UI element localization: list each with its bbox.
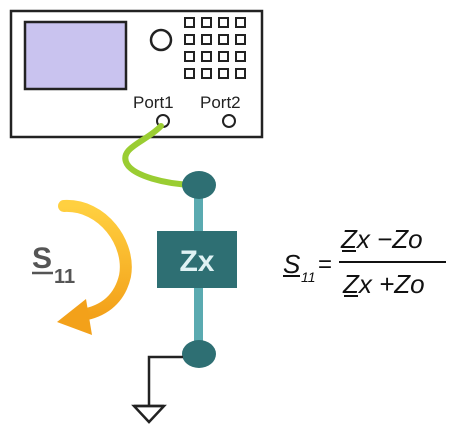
keypad-key: [218, 68, 229, 79]
port2-label: Port2: [200, 93, 241, 112]
keypad-key: [218, 17, 229, 28]
ground-connection: [131, 355, 183, 424]
keypad-key: [184, 68, 195, 79]
keypad-key: [235, 34, 246, 45]
dut-fixture: Zx: [157, 171, 237, 368]
dut-label: Zx: [179, 245, 214, 278]
formula-equals: =: [318, 251, 332, 278]
reflection-indicator: S 11: [32, 200, 132, 335]
keypad-key: [218, 51, 229, 62]
keypad-key: [235, 51, 246, 62]
instrument-knob: [149, 28, 173, 52]
keypad-key: [201, 68, 212, 79]
port1-label: Port1: [133, 93, 174, 112]
ground-wire: [147, 355, 183, 406]
keypad-key: [218, 34, 229, 45]
reflection-arc: [58, 200, 132, 321]
keypad-key: [235, 68, 246, 79]
formula-numerator: Zx −Zo: [340, 224, 423, 254]
lower-terminal: [182, 340, 216, 368]
keypad-key: [184, 51, 195, 62]
reflection-arrowhead: [57, 299, 92, 335]
formula-denominator: Zx +Zo: [342, 269, 425, 299]
port2-connector: [222, 114, 236, 128]
instrument-screen: [23, 20, 128, 91]
network-analyzer: Port1 Port2: [9, 9, 264, 139]
keypad-key: [201, 34, 212, 45]
upper-terminal: [182, 171, 216, 199]
instrument-keypad: [184, 17, 246, 79]
keypad-key: [201, 17, 212, 28]
keypad-key: [184, 17, 195, 28]
test-cable: [122, 123, 196, 188]
dut-box: [157, 231, 237, 288]
formula-lhs-subscript: 11: [301, 269, 316, 285]
lower-lead: [194, 287, 203, 347]
ground-symbol: [131, 404, 167, 424]
keypad-key: [201, 51, 212, 62]
reflection-formula: S 11 = Zx −Zo Zx +Zo: [283, 224, 446, 299]
upper-lead: [194, 190, 203, 235]
s11-symbol: S: [32, 242, 52, 275]
s11-subscript: 11: [54, 266, 75, 288]
formula-lhs-symbol: S: [283, 249, 301, 279]
keypad-key: [235, 17, 246, 28]
keypad-key: [184, 34, 195, 45]
